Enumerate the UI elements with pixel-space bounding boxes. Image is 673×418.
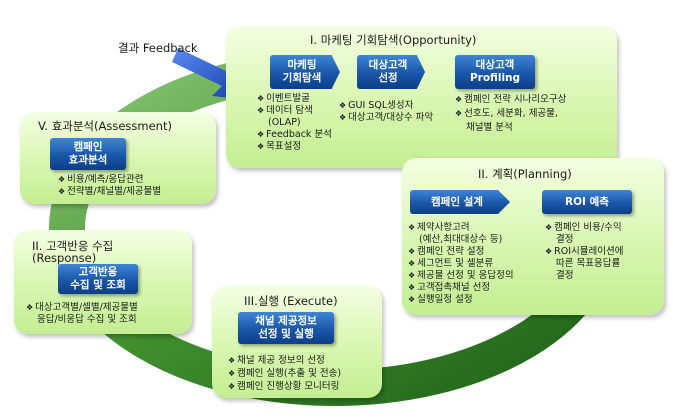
stage-assessment-title: V. 효과분석(Assessment): [38, 119, 172, 133]
list-item: ❖데이터 탐색: [257, 105, 313, 116]
pill-campaign-design: 캠페인 설계: [410, 190, 510, 214]
planning-list-2: ❖캠페인 비용/수익 결정 ❖ROI시뮬레이션에 따른 목표응답률 결정: [545, 222, 624, 282]
list-item: ❖목표설정: [257, 141, 302, 152]
planning-list-1: ❖제약사항고려 (예산,최대대상수 등) ❖캠페인 전략 설정 ❖세그먼트 및 …: [408, 222, 514, 306]
list-item: ❖비용/예측/응답관련: [58, 174, 144, 185]
list-item: (OLAP): [268, 117, 301, 128]
pill-roi-forecast: ROI 예측: [542, 190, 632, 214]
response-list: ❖대상고객별/셀별/제공물별 응답/비응답 수집 및 조회: [26, 302, 138, 326]
list-item: ❖ROI시뮬레이션에: [545, 246, 624, 257]
list-item: ❖세그먼트 및 셀분류: [408, 258, 494, 269]
list-item: ❖실행일정 설정: [408, 294, 473, 305]
stage-opportunity: [226, 26, 617, 168]
list-item: ❖GUI SQL생성자: [339, 100, 414, 111]
list-item: ❖캠페인 실행(추출 및 전송): [228, 368, 342, 379]
execute-list: ❖채널 제공 정보의 선정 ❖캠페인 실행(추출 및 전송) ❖캠페인 진행상황…: [228, 354, 341, 393]
list-item: ❖선호도, 세분화, 제공물,: [455, 108, 558, 119]
stage-execute-title: III.실행 (Execute): [244, 294, 338, 308]
list-item: ❖캠페인 전략 시나리오구상: [455, 94, 567, 105]
list-item: 결정: [556, 270, 574, 281]
list-item: ❖캠페인 진행상황 모니터링: [228, 381, 340, 392]
list-item: ❖캠페인 비용/수익: [545, 222, 622, 233]
list-item: (예산,최대대상수 등): [419, 234, 503, 245]
stage-response-subtitle: (Response): [32, 251, 97, 265]
list-item: ❖채널 제공 정보의 선정: [228, 355, 325, 366]
list-item: ❖대상고객/대상수 파악: [339, 112, 434, 123]
list-item: ❖제약사항고려: [408, 222, 470, 233]
opportunity-list-3: ❖캠페인 전략 시나리오구상 ❖선호도, 세분화, 제공물, 채널별 분석: [455, 93, 566, 135]
list-item: ❖전략별/채널별/제공물별: [58, 186, 161, 197]
feedback-label: 결과 Feedback: [118, 41, 198, 55]
stage-response-title: II. 고객반응 수집: [32, 239, 114, 253]
list-item: ❖대상고객별/셀별/제공물별: [26, 302, 138, 313]
stage-planning-title: II. 계획(Planning): [478, 167, 572, 181]
list-item: ❖Feedback 분석: [257, 129, 332, 140]
list-item: 따른 목표응답률: [556, 258, 621, 269]
assessment-list: ❖비용/예측/응답관련 ❖전략별/채널별/제공물별: [58, 174, 161, 198]
stage-opportunity-title: I. 마케팅 기회탐색(Opportunity): [310, 33, 477, 47]
list-item: 결정: [556, 234, 574, 245]
opportunity-list-2: ❖GUI SQL생성자 ❖대상고객/대상수 파악: [339, 100, 433, 124]
list-item: ❖이벤트발굴: [257, 93, 310, 104]
list-item: ❖캠페인 전략 설정: [408, 246, 485, 257]
list-item: ❖고객접촉채널 선정: [408, 282, 491, 293]
stage-planning: [402, 158, 664, 315]
list-item: ❖제공물 선정 및 응답정의: [408, 270, 514, 281]
list-item: 채널별 분석: [466, 122, 513, 133]
list-item: 응답/비응답 수집 및 조회: [37, 314, 137, 325]
opportunity-list-1: ❖이벤트발굴 ❖데이터 탐색 (OLAP) ❖Feedback 분석 ❖목표설정: [257, 93, 332, 153]
